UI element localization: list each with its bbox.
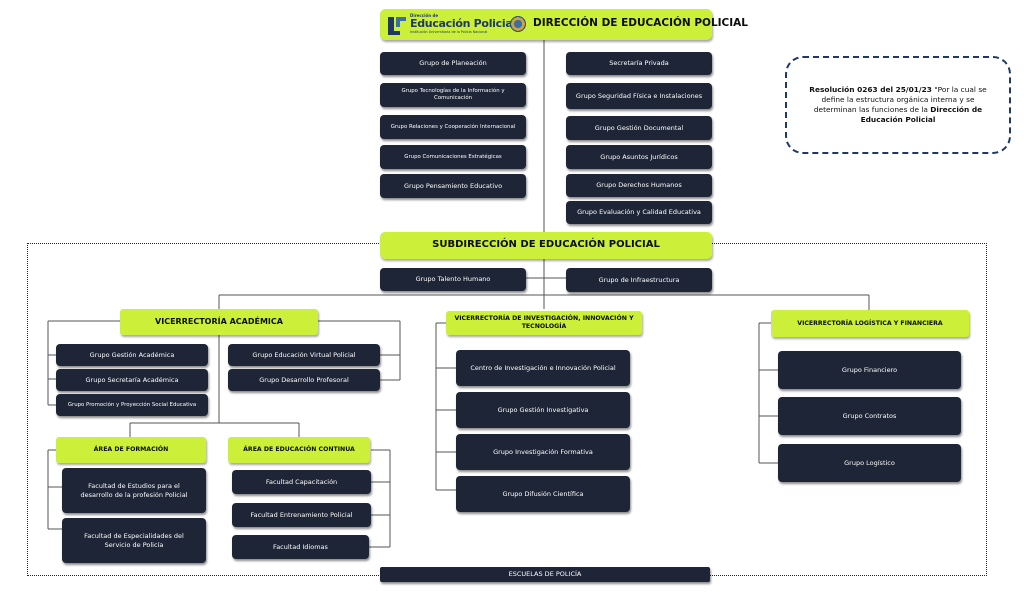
area-formacion: ÁREA DE FORMACIÓN bbox=[56, 437, 206, 463]
area-educacion-continua: ÁREA DE EDUCACIÓN CONTINUA bbox=[228, 437, 370, 463]
vicerrectoria-academica: VICERRECTORÍA ACADÉMICA bbox=[120, 309, 318, 335]
facultad-idiomas: Facultad Idiomas bbox=[232, 535, 369, 559]
vicerrectoria-logistica: VICERRECTORÍA LOGÍSTICA Y FINANCIERA bbox=[771, 310, 969, 337]
seal-icon bbox=[510, 16, 526, 32]
logo-sub-text: Institución Universitaria de la Policía … bbox=[410, 30, 488, 34]
group-gestion-academica: Grupo Gestión Académica bbox=[56, 344, 208, 366]
resolution-note: Resolución 0263 del 25/01/23 "Por la cua… bbox=[785, 56, 1011, 154]
resolution-number: Resolución 0263 del 25/01/23 bbox=[809, 85, 932, 95]
subdireccion-title: SUBDIRECCIÓN DE EDUCACIÓN POLICIAL bbox=[380, 232, 712, 259]
group-secretaria-privada: Secretaría Privada bbox=[566, 52, 712, 75]
vicerrectoria-investigacion: VICERRECTORÍA DE INVESTIGACIÓN, INNOVACI… bbox=[446, 311, 642, 335]
direccion-title: DIRECCIÓN DE EDUCACIÓN POLICIAL bbox=[533, 17, 748, 29]
group-educacion-virtual: Grupo Educación Virtual Policial bbox=[228, 344, 380, 366]
logo-mark-icon bbox=[388, 17, 406, 35]
centro-investigacion: Centro de Investigación e Innovación Pol… bbox=[456, 350, 630, 386]
group-logistico: Grupo Logístico bbox=[778, 444, 961, 482]
group-infraestructura: Grupo de Infraestructura bbox=[566, 268, 712, 292]
facultad-estudios: Facultad de Estudios para el desarrollo … bbox=[62, 468, 206, 513]
group-juridicos: Grupo Asuntos Jurídicos bbox=[566, 145, 712, 169]
group-seguridad: Grupo Seguridad Física e Instalaciones bbox=[566, 83, 712, 109]
facultad-entrenamiento: Facultad Entrenamiento Policial bbox=[232, 503, 371, 527]
group-talento-humano: Grupo Talento Humano bbox=[380, 268, 526, 291]
group-secretaria-academica: Grupo Secretaría Académica bbox=[56, 369, 208, 391]
group-derechos: Grupo Derechos Humanos bbox=[566, 174, 712, 197]
group-comunicaciones: Grupo Comunicaciones Estratégicas bbox=[380, 145, 526, 169]
group-promocion: Grupo Promoción y Proyección Social Educ… bbox=[56, 394, 208, 416]
logo: Dirección de Educación Policial Instituc… bbox=[386, 13, 526, 39]
logo-main-text: Educación Policial bbox=[410, 17, 516, 30]
group-evaluacion: Grupo Evaluación y Calidad Educativa bbox=[566, 201, 712, 224]
group-relaciones: Grupo Relaciones y Cooperación Internaci… bbox=[380, 115, 526, 139]
group-difusion-cientifica: Grupo Difusión Científica bbox=[456, 476, 630, 512]
group-financiero: Grupo Financiero bbox=[778, 351, 961, 389]
direccion-header bbox=[380, 9, 712, 40]
group-pensamiento: Grupo Pensamiento Educativo bbox=[380, 174, 526, 198]
logo-small-text: Dirección de bbox=[410, 13, 439, 18]
facultad-especialidades: Facultad de Especialidades del Servicio … bbox=[62, 518, 206, 563]
group-documental: Grupo Gestión Documental bbox=[566, 116, 712, 140]
group-investigacion-formativa: Grupo Investigación Formativa bbox=[456, 434, 630, 470]
resolution-entity: Dirección de Educación Policial bbox=[860, 105, 983, 124]
group-desarrollo-profesoral: Grupo Desarrollo Profesoral bbox=[228, 369, 380, 391]
escuelas-de-policia: ESCUELAS DE POLICÍA bbox=[380, 567, 710, 582]
group-contratos: Grupo Contratos bbox=[778, 397, 961, 435]
group-gestion-investigativa: Grupo Gestión Investigativa bbox=[456, 392, 630, 428]
group-planeacion: Grupo de Planeación bbox=[380, 52, 526, 75]
resolution-text: "Por la cual se define la estructura org… bbox=[813, 85, 987, 114]
group-tic: Grupo Tecnologías de la Información y Co… bbox=[380, 83, 526, 107]
facultad-capacitacion: Facultad Capacitación bbox=[232, 470, 371, 494]
